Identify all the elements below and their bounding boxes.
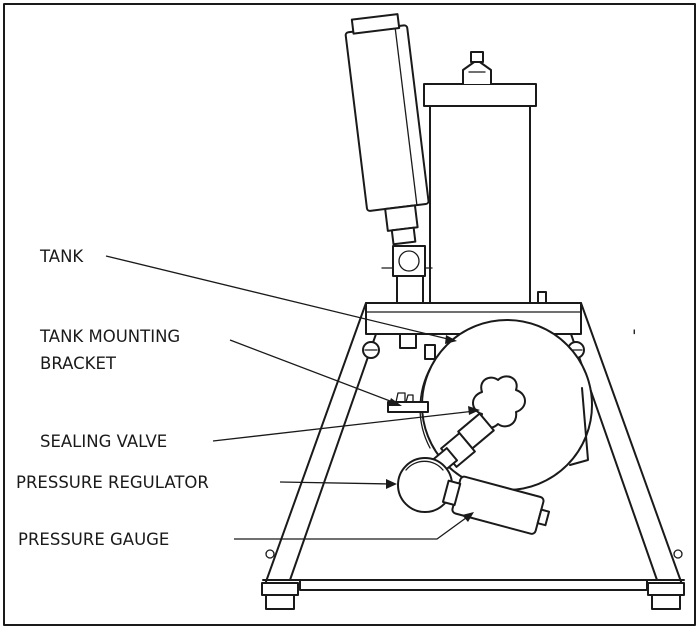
label-sealing-valve: SEALING VALVE bbox=[40, 432, 167, 451]
leader-tank-mounting-bracket bbox=[229, 339, 399, 405]
label-tank-mounting-bracket-line2: BRACKET bbox=[40, 354, 117, 373]
leader-pressure-gauge bbox=[234, 514, 471, 540]
label-tank: TANK bbox=[39, 247, 84, 266]
leader-pressure-regulator-arrow bbox=[386, 479, 397, 489]
right-bracket-tab bbox=[537, 291, 547, 304]
gauge-housing bbox=[344, 13, 430, 246]
stand-frame bbox=[261, 302, 685, 610]
label-tank-mounting-bracket-line1: TANK MOUNTING bbox=[39, 327, 180, 346]
pressure-gauge bbox=[441, 475, 551, 535]
tank-cylinder bbox=[423, 51, 537, 304]
pressure-regulator bbox=[397, 457, 453, 513]
leader-tank bbox=[105, 255, 453, 341]
leader-pressure-gauge-arrow bbox=[462, 512, 474, 522]
leader-sealing-valve bbox=[212, 410, 476, 442]
label-pressure-gauge: PRESSURE GAUGE bbox=[18, 530, 169, 549]
leader-pressure-regulator bbox=[279, 481, 393, 485]
leader-tank-mounting-bracket-arrow bbox=[388, 398, 402, 406]
swivel-block bbox=[381, 245, 433, 304]
diagram-border bbox=[3, 3, 696, 626]
stray-mark: ' bbox=[632, 327, 637, 346]
leader-tank-arrow bbox=[445, 335, 457, 344]
leg-screw-left bbox=[362, 341, 380, 359]
leader-sealing-valve-arrow bbox=[468, 406, 480, 415]
label-pressure-regulator: PRESSURE REGULATOR bbox=[16, 473, 209, 492]
